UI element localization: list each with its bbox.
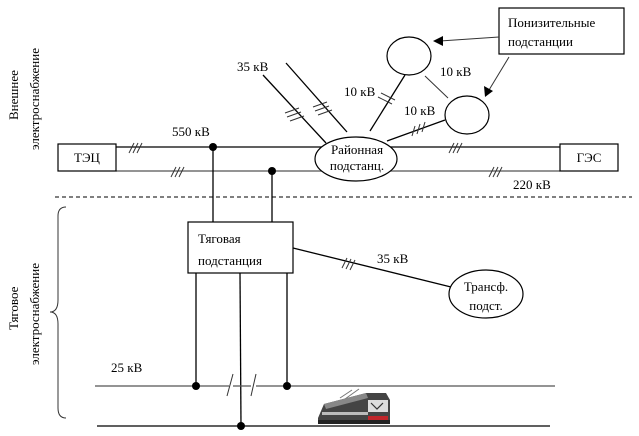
traction-substation-line1: Тяговая xyxy=(198,231,241,246)
feeder-rail xyxy=(239,272,242,427)
line-35kv-b xyxy=(285,62,348,133)
transformer-substation-line1: Трансф. xyxy=(464,279,508,294)
external-label-line2: электроснабжение xyxy=(27,48,42,150)
voltage-35kv-top: 35 кВ xyxy=(237,59,269,74)
electric-locomotive-icon xyxy=(318,388,390,424)
voltage-25kv: 25 кВ xyxy=(111,360,143,375)
arrow-to-substation-1 xyxy=(433,36,500,46)
traction-substation-node: Тяговая подстанция xyxy=(187,221,294,274)
stepdown-substation-1 xyxy=(386,36,432,76)
transformer-substation-line2: подст. xyxy=(469,298,502,313)
line-10kv-to-substation-2 xyxy=(386,119,446,142)
voltage-550kv: 550 кВ xyxy=(172,124,210,139)
traction-label-line1: Тяговое xyxy=(6,286,21,330)
junction-contact-left xyxy=(192,382,200,390)
ges-label: ГЭС xyxy=(577,150,602,165)
phase-ticks-10kv-a xyxy=(377,92,396,105)
line-35kv-traction xyxy=(292,247,452,288)
section-insulator-2 xyxy=(250,373,257,397)
phase-ticks-35kv-traction xyxy=(341,257,356,271)
voltage-10kv-b: 10 кВ xyxy=(404,103,436,118)
transformer-substation-node: Трансф. подст. xyxy=(448,269,524,319)
arrow-to-substation-2 xyxy=(484,56,510,97)
traction-label-line2: электроснабжение xyxy=(27,263,42,365)
line-35kv-a xyxy=(262,74,327,144)
stepdown-label-line1: Понизительные xyxy=(508,15,595,30)
traction-substation-line2: подстанция xyxy=(198,253,262,268)
stepdown-label-line2: подстанции xyxy=(508,34,573,49)
traction-brace xyxy=(49,206,67,419)
junction-rail xyxy=(237,422,245,430)
phase-ticks-220-right xyxy=(488,166,503,178)
line-10kv-to-substation-1 xyxy=(369,74,406,132)
voltage-10kv-c: 10 кВ xyxy=(440,64,472,79)
section-insulator-1 xyxy=(226,373,234,397)
phase-ticks-35kv xyxy=(284,101,333,122)
district-substation-node: Районная подстанц. xyxy=(314,136,398,182)
stepdown-substation-2 xyxy=(444,95,490,135)
phase-ticks-550-right xyxy=(448,142,463,154)
line-10kv-substation-link xyxy=(424,75,449,99)
voltage-220kv: 220 кВ xyxy=(513,177,551,192)
external-supply-label: Внешнее электроснабжение xyxy=(6,48,42,150)
district-substation-line2: подстанц. xyxy=(330,158,384,173)
phase-ticks-10kv-b xyxy=(411,121,426,137)
voltage-10kv-a: 10 кВ xyxy=(344,84,376,99)
junction-contact-right xyxy=(283,382,291,390)
tec-label: ТЭЦ xyxy=(74,150,101,165)
ges-node: ГЭС xyxy=(559,143,619,172)
district-substation-line1: Районная xyxy=(331,142,383,157)
tec-node: ТЭЦ xyxy=(57,143,117,172)
phase-ticks-220-left xyxy=(170,166,185,178)
voltage-35kv-traction: 35 кВ xyxy=(377,251,409,266)
stepdown-label-box: Понизительные подстанции xyxy=(498,7,625,55)
external-label-line1: Внешнее xyxy=(6,70,21,120)
phase-ticks-550-left xyxy=(128,142,143,154)
traction-supply-label: Тяговое электроснабжение xyxy=(6,263,42,365)
